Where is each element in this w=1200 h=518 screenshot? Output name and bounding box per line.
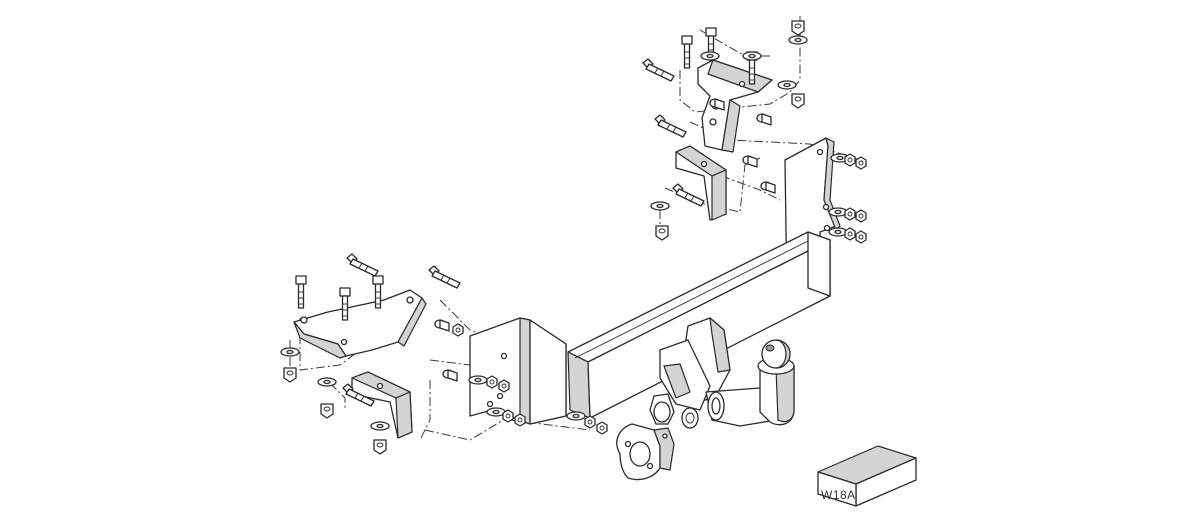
right-upper-bracket (697, 59, 773, 153)
left-bracket-fasteners (280, 253, 464, 455)
left-upper-bracket (293, 289, 427, 359)
right-plate-nuts (828, 153, 867, 244)
electrical-socket-plate (616, 393, 699, 481)
part-label-box: W18A (817, 445, 917, 507)
part-label-text: W18A (821, 488, 856, 502)
left-lower-bracket (351, 371, 413, 439)
tow-ball-assembly (659, 317, 795, 427)
left-side-plate (469, 317, 567, 425)
right-lower-bracket (675, 145, 727, 221)
